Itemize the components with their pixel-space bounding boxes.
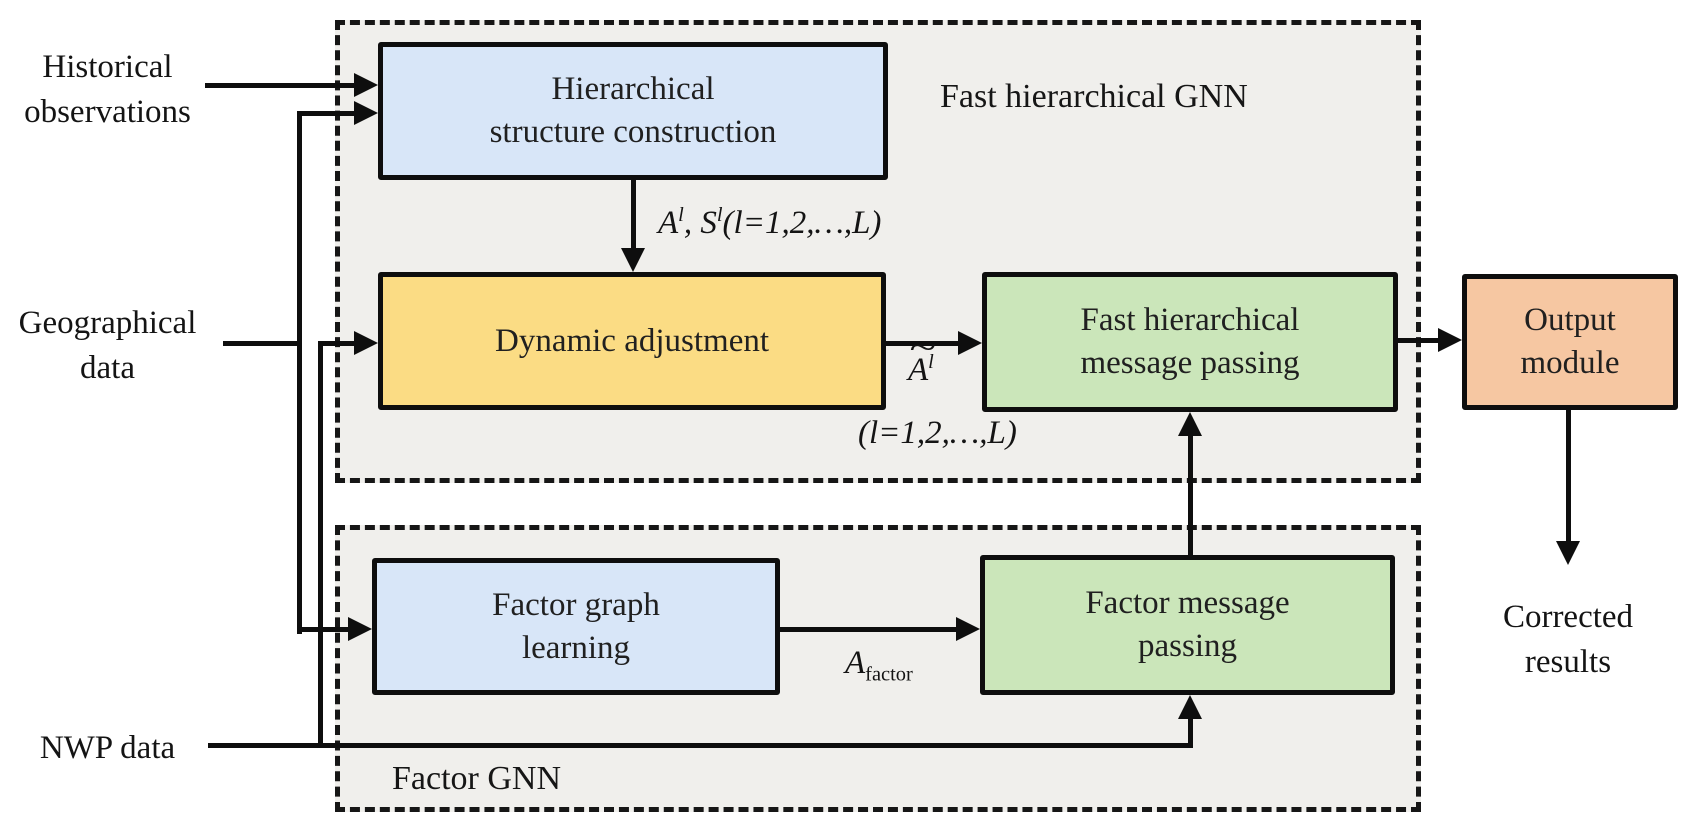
wire-historical-to-hier [205,83,356,88]
box-fgl-line1: Factor graph [492,586,660,623]
panel-title-fast-hierarchical-gnn: Fast hierarchical GNN [940,78,1248,115]
label-nwp-data: NWP data [39,730,176,766]
wire-hier-to-dynamic [631,180,636,254]
wire-fhmp-to-output [1398,338,1440,343]
a-tilde-base: A [908,352,929,388]
label-geographical-line2: data [80,350,135,386]
box-fmp-line1: Factor message [1085,585,1290,621]
label-corrected-line2: results [1524,644,1612,680]
a-factor-sub: factor [865,663,913,686]
arrowhead-output-to-results [1556,541,1580,565]
sl-sup: l [716,204,723,226]
label-historical-line1: Historical [42,49,173,85]
box-output-module: Output module [1462,274,1678,410]
box-fmp-line2: passing [1138,628,1237,664]
sl-base: , S [683,205,717,241]
arrowhead-fhmp-to-output [1438,328,1462,352]
box-fast-hierarchical-message-passing: Fast hierarchical message passing [982,272,1398,412]
box-dynamic-adjustment: Dynamic adjustment [378,272,886,410]
a-tilde-sup: l [928,351,934,373]
wire-geo-to-hier [297,111,357,116]
arrowhead-geo-to-factor-graph [348,617,372,641]
edge-label-l-range: (l=1,2,…,L) [858,415,1017,451]
panel-title-factor-gnn: Factor GNN [392,760,562,797]
arrowhead-nwp-to-dynamic [354,331,378,355]
box-fgl-line2: learning [521,629,631,666]
box-output-line2: module [1520,345,1620,381]
arrowhead-hier-to-dynamic [621,248,645,272]
label-geographical-data: Geographical data [5,301,210,391]
box-factor-message-passing: Factor message passing [980,555,1395,695]
box-output-line1: Output [1524,302,1616,338]
wire-nwp-horizontal [208,743,1193,748]
al-base: A [658,205,679,241]
edge-label-al-sl: Al, Sl(l=1,2,…,L) [658,205,881,242]
label-corrected-line1: Corrected [1502,599,1634,635]
wire-fmp-to-fhmp [1188,434,1193,555]
box-fhmp-line1: Fast hierarchical [1080,302,1300,338]
wire-geo-trunk-vertical [297,111,302,634]
box-hier-line2: structure construction [489,114,777,150]
wire-geographical-horizontal [223,341,302,346]
arrowhead-fmp-to-fhmp [1178,412,1202,436]
al-sl-range: (l=1,2,…,L) [722,205,882,241]
label-geographical-line1: Geographical [18,305,197,341]
arrowhead-fgl-to-fmp [956,617,980,641]
box-hier-line1: Hierarchical [551,71,715,107]
wire-nwp-to-dynamic [318,341,356,346]
arrowhead-geo-to-hier [354,101,378,125]
wire-fgl-to-fmp [780,627,960,632]
label-historical-line2: observations [24,94,191,130]
al-sup: l [678,204,684,226]
arrowhead-dynamic-to-fhmp [958,331,982,355]
box-fhmp-line2: message passing [1080,345,1300,381]
tilde-accent: ~ [909,329,937,366]
wire-nwp-up-to-fmp [1188,715,1193,748]
a-factor-base: A [845,645,866,681]
edge-label-a-factor: Afactor [845,645,913,685]
box-hierarchical-structure-construction: Hierarchical structure construction [378,42,888,180]
wire-nwp-trunk-vertical [318,341,323,748]
arrowhead-historical-to-hier [354,73,378,97]
box-dynamic-label: Dynamic adjustment [494,322,770,359]
wire-dynamic-to-fhmp [886,341,962,346]
label-historical-observations: Historical observations [5,45,210,135]
label-corrected-results: Corrected results [1468,595,1668,685]
edge-label-a-tilde: ~Al [908,330,936,389]
wire-output-to-results [1566,410,1571,543]
arrowhead-nwp-to-fmp [1178,695,1202,719]
box-factor-graph-learning: Factor graph learning [372,558,780,695]
